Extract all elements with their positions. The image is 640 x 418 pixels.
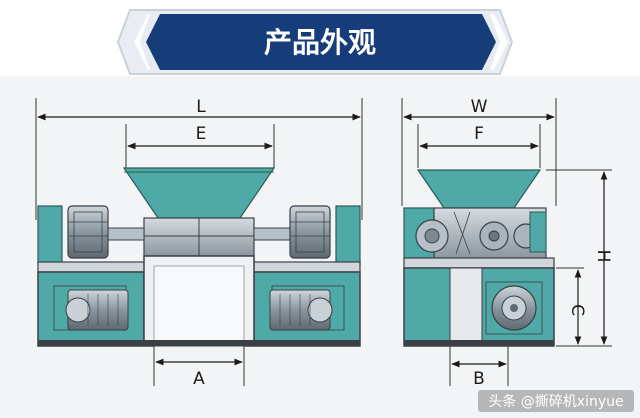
dim-label-w: W xyxy=(471,97,488,117)
banner-title: 产品外观 xyxy=(264,26,376,59)
dim-label-f: F xyxy=(474,124,484,144)
side-gearbox xyxy=(403,207,547,259)
dim-label-c: C xyxy=(567,304,587,316)
watermark: 头条 @撕碎机xinyue xyxy=(478,390,634,412)
title-banner: 产品外观 xyxy=(116,9,514,75)
front-view: L E xyxy=(35,97,363,389)
front-frame xyxy=(37,255,361,347)
left-end-cover xyxy=(37,205,63,265)
dim-label-b: B xyxy=(473,369,485,389)
watermark-text: 头条 @撕碎机xinyue xyxy=(488,393,623,410)
right-end-cover xyxy=(335,205,361,265)
dim-label-h: H xyxy=(593,250,613,263)
left-motor xyxy=(53,285,129,331)
right-gearbox xyxy=(289,205,331,259)
right-motor xyxy=(269,285,345,331)
side-view: W F xyxy=(401,97,613,389)
dim-label-a: A xyxy=(193,369,205,389)
dim-label-l: L xyxy=(196,97,206,117)
dim-label-e: E xyxy=(196,124,207,144)
side-motor xyxy=(485,281,543,335)
left-gearbox xyxy=(67,205,109,259)
